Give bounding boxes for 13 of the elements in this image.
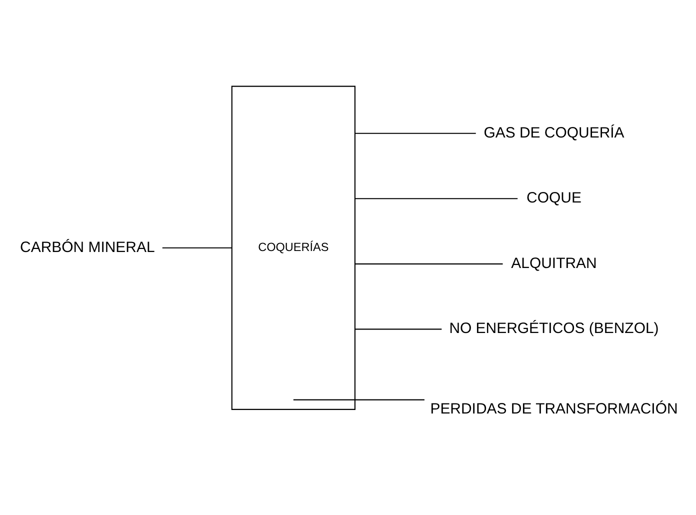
connector — [355, 198, 518, 200]
node-box: COQUERÍAS — [231, 86, 356, 410]
node-text: NO ENERGÉTICOS (BENZOL) — [449, 320, 659, 338]
node-text: ALQUITRAN — [511, 254, 597, 272]
node-text: GAS DE COQUERÍA — [484, 124, 624, 142]
node-text: CARBÓN MINERAL — [20, 238, 155, 256]
connector — [293, 399, 424, 400]
node-text: COQUE — [526, 190, 582, 207]
connector — [355, 328, 442, 330]
connector — [355, 263, 503, 264]
connector — [162, 247, 232, 248]
node-text: PERDIDAS DE TRANSFORMACIÓN — [430, 400, 678, 418]
connector — [355, 132, 476, 134]
